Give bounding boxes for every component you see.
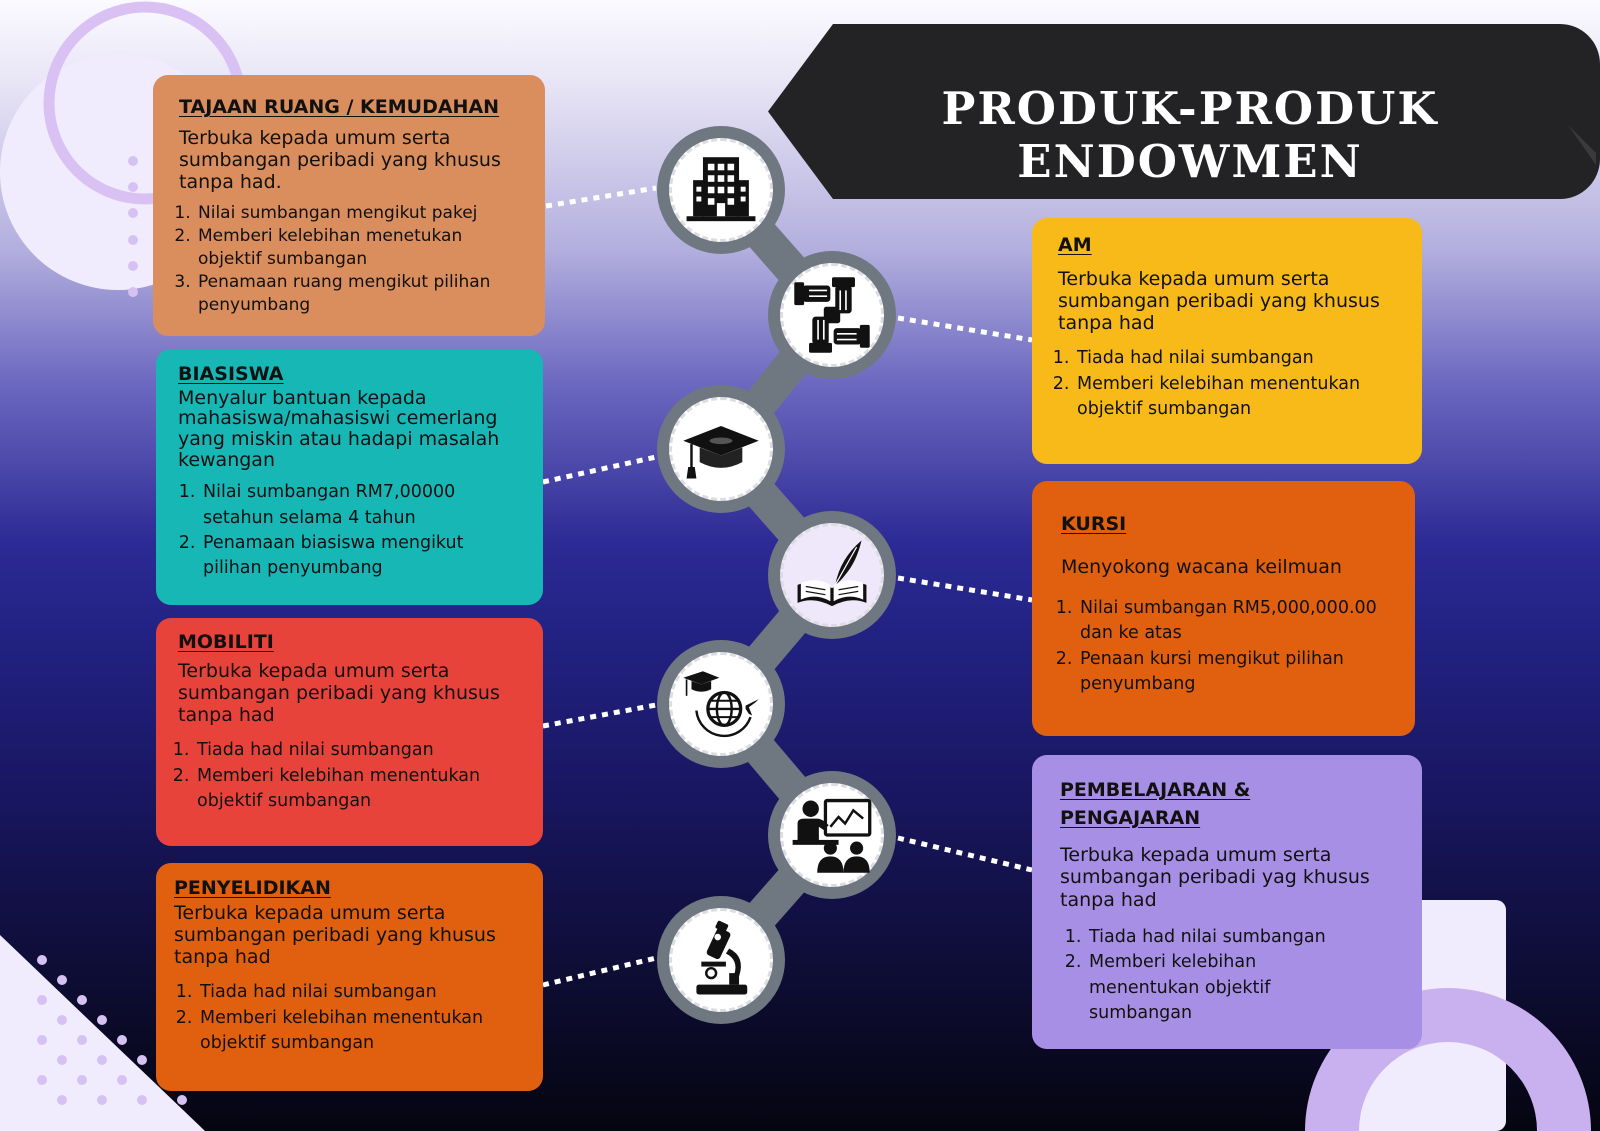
card-heading: BIASISWA — [178, 363, 284, 385]
icon-node-teaching — [768, 771, 896, 899]
card-heading: AM — [1058, 234, 1092, 256]
list-item: Penaan kursi mengikut pilihan penyumbang — [1078, 647, 1391, 698]
list-item: Tiada had nilai sumbangan — [198, 980, 523, 1005]
card-description: Terbuka kepada umum serta sumbangan peri… — [179, 126, 501, 194]
list-item: Nilai sumbangan RM5,000,000.00 dan ke at… — [1078, 596, 1391, 647]
list-item: Memberi kelebihan menentukan objektif su… — [195, 764, 523, 815]
card-description: Menyokong wacana keilmuan — [1061, 555, 1342, 578]
icon-node-mobility — [657, 640, 785, 768]
list-item: Memberi kelebihan menentukan objektif su… — [1087, 950, 1357, 1026]
hands-teamwork-icon — [794, 277, 870, 353]
icon-node-graduation — [657, 385, 785, 513]
card-kursi: KURSI Menyokong wacana keilmuan Nilai su… — [1032, 481, 1415, 736]
card-pembelajaran-pengajaran: PEMBELAJARAN & PENGAJARAN Terbuka kepada… — [1032, 755, 1422, 1049]
book-quill-icon — [797, 540, 867, 607]
card-heading: PEMBELAJARAN & PENGAJARAN — [1060, 779, 1251, 829]
card-description: Terbuka kepada umum serta sumbangan peri… — [178, 659, 500, 727]
list-item: Memberi kelebihan menetukan objektif sum… — [196, 225, 525, 271]
icon-node-teamwork — [768, 251, 896, 379]
microscope-icon — [696, 920, 748, 995]
card-description: Terbuka kepada umum serta sumbangan peri… — [174, 901, 496, 969]
card-description: Terbuka kepada umum serta sumbangan peri… — [1060, 844, 1370, 911]
card-am: AM Terbuka kepada umum serta sumbangan p… — [1032, 218, 1422, 464]
card-description: Terbuka kepada umum serta sumbangan peri… — [1058, 267, 1380, 335]
card-heading: KURSI — [1061, 513, 1127, 535]
list-item: Memberi kelebihan menentukan objektif su… — [1075, 372, 1398, 423]
icon-node-research — [657, 896, 785, 1024]
icon-node-building — [657, 126, 785, 254]
card-tajaan-ruang: TAJAAN RUANG / KEMUDAHAN Terbuka kepada … — [153, 75, 545, 336]
card-biasiswa: BIASISWA Menyalur bantuan kepada mahasis… — [156, 349, 543, 605]
card-heading: TAJAAN RUANG / KEMUDAHAN — [179, 96, 500, 118]
list-item: Tiada had nilai sumbangan — [195, 738, 523, 763]
card-heading: MOBILITI — [178, 631, 274, 653]
list-item: Nilai sumbangan RM7,00000 setahun selama… — [201, 480, 523, 531]
list-item: Memberi kelebihan menentukan objektif su… — [198, 1006, 523, 1057]
title-banner — [768, 24, 1600, 199]
list-item: Tiada had nilai sumbangan — [1087, 925, 1357, 950]
list-item: Penamaan biasiswa mengikut pilihan penyu… — [201, 531, 523, 582]
building-icon — [686, 157, 756, 222]
global-education-icon — [683, 671, 759, 738]
list-item: Nilai sumbangan mengikut pakej — [196, 202, 525, 225]
list-item: Penamaan ruang mengikut pilihan penyumba… — [196, 271, 525, 317]
page-title: PRODUK-PRODUK ENDOWMEN — [941, 82, 1439, 188]
teacher-presentation-icon — [792, 798, 872, 873]
card-penyelidikan: PENYELIDIKAN Terbuka kepada umum serta s… — [156, 863, 543, 1091]
graduation-cap-icon — [683, 426, 759, 479]
card-heading: PENYELIDIKAN — [174, 877, 331, 899]
card-mobiliti: MOBILITI Terbuka kepada umum serta sumba… — [156, 618, 543, 846]
list-item: Tiada had nilai sumbangan — [1075, 346, 1398, 371]
card-description: Menyalur bantuan kepada mahasiswa/mahasi… — [178, 386, 500, 472]
icon-node-book — [768, 511, 896, 639]
